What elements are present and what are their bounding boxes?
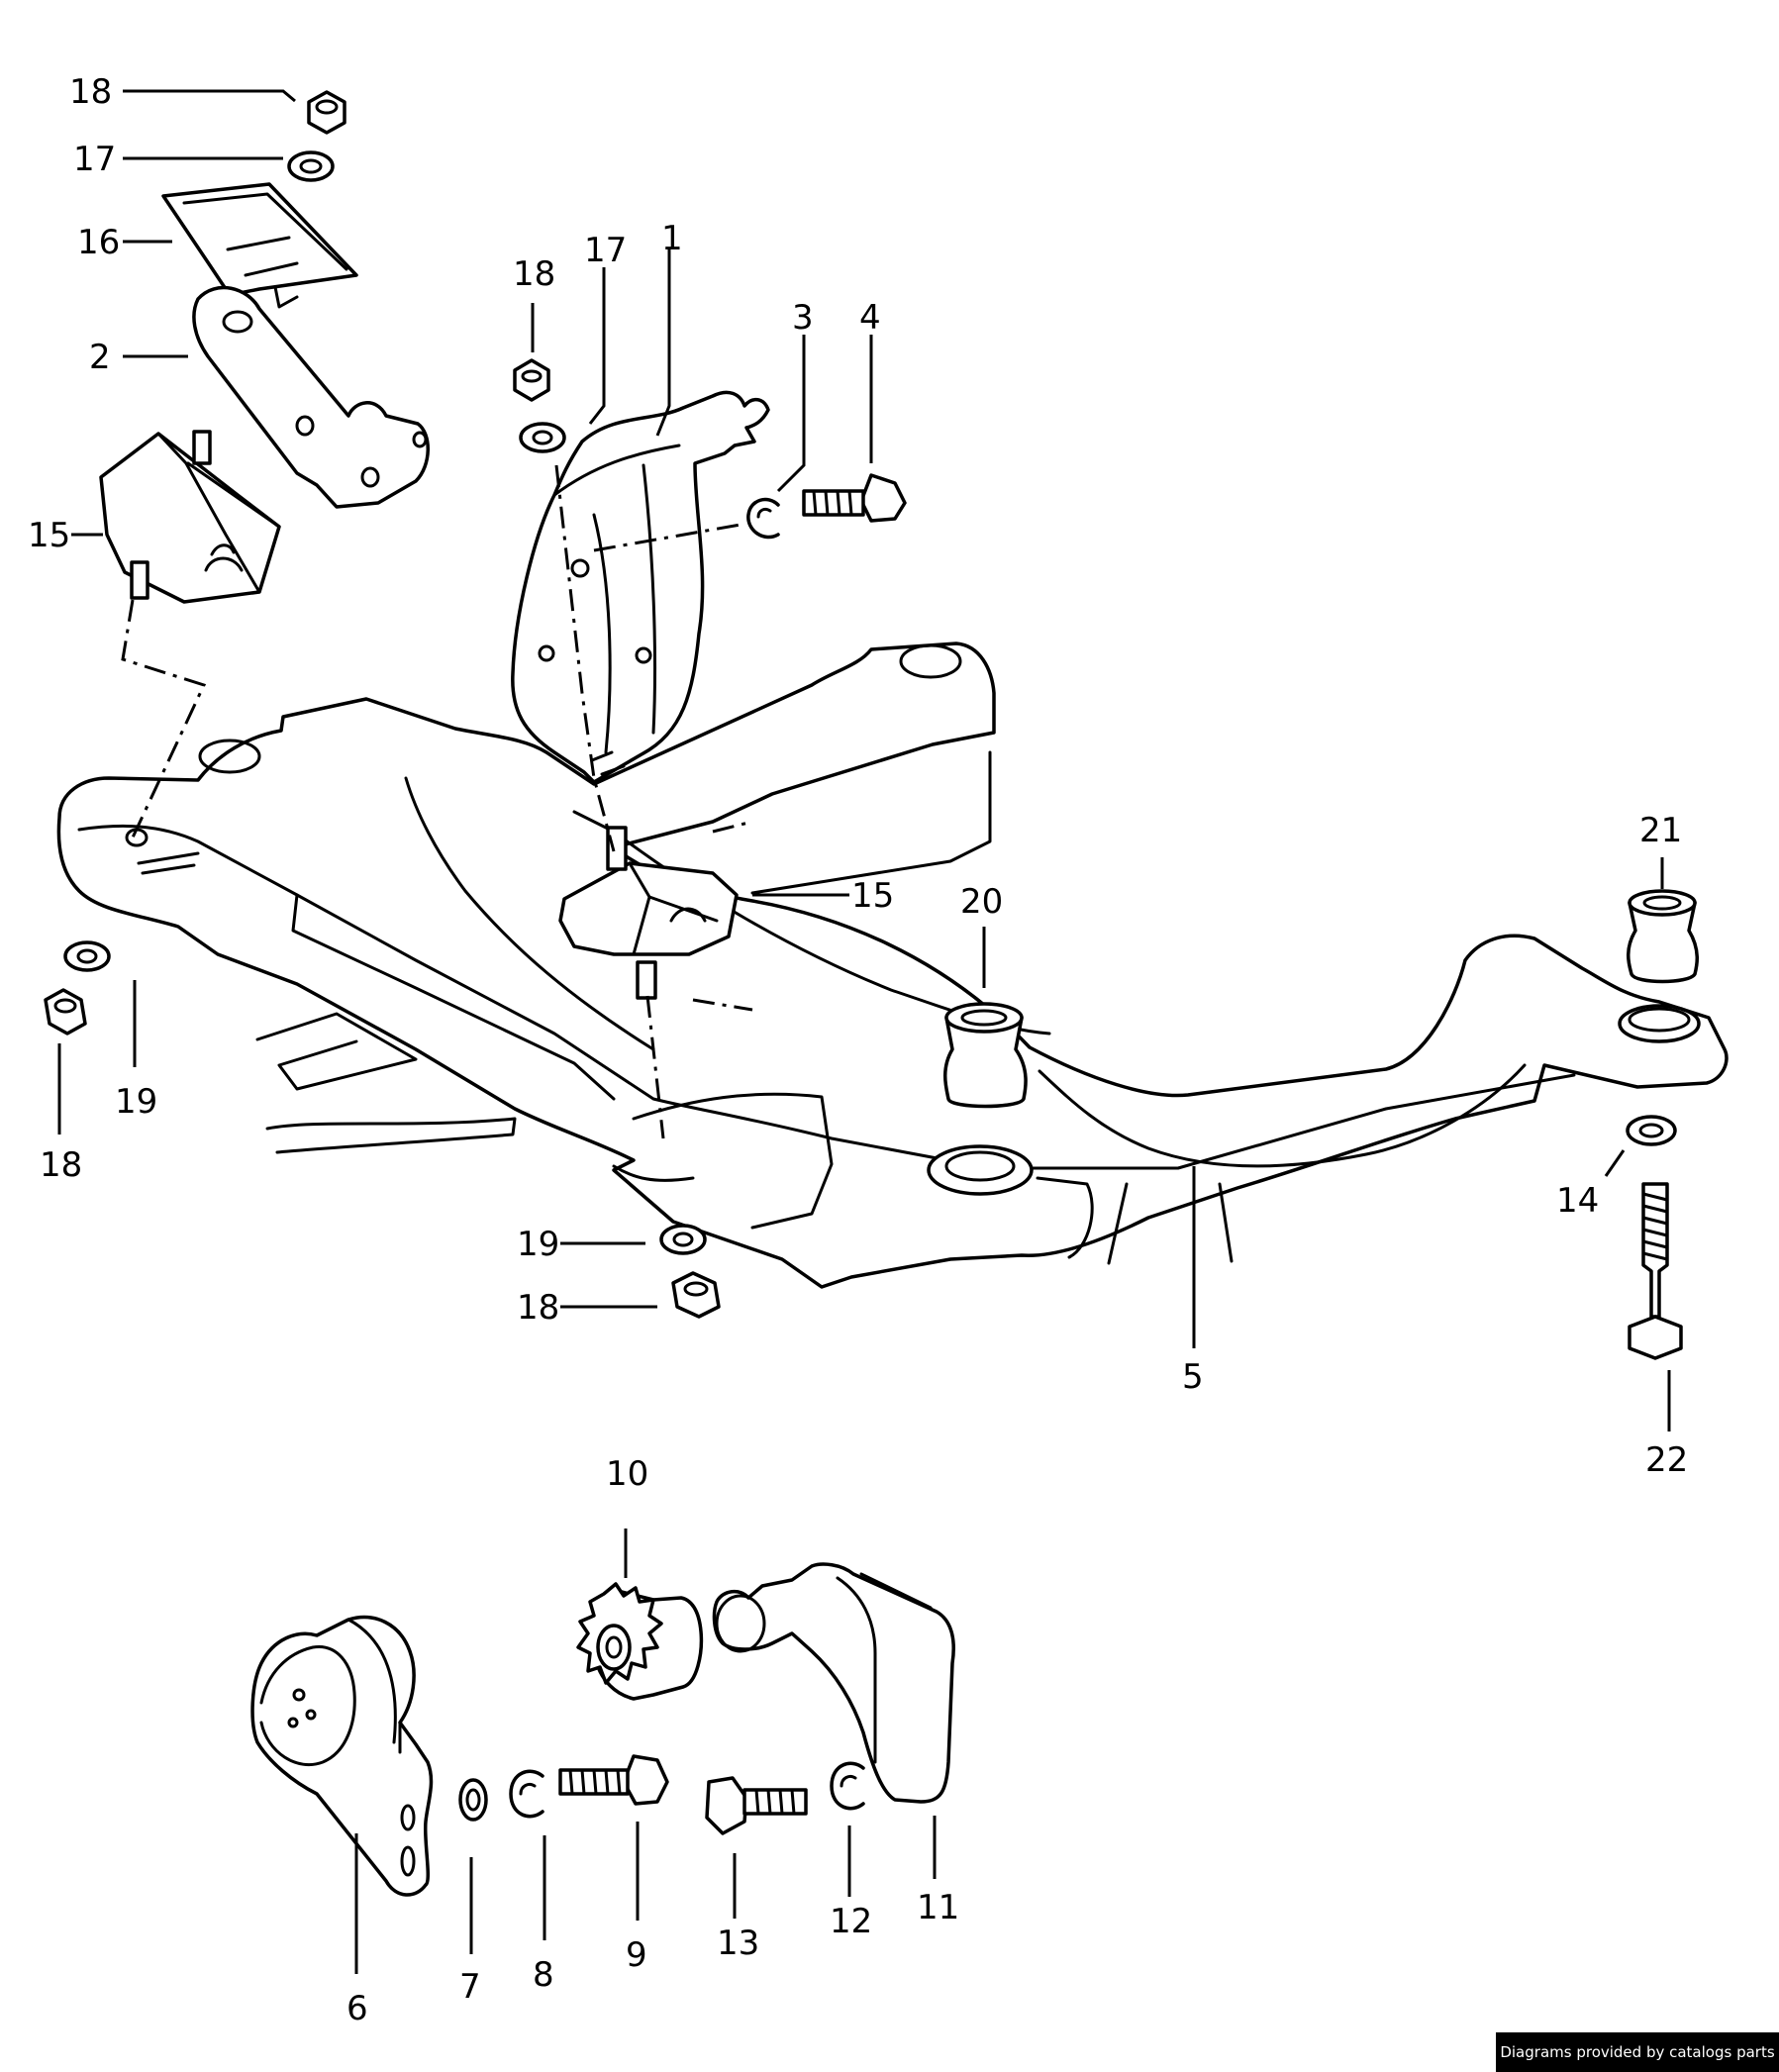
- label-18-mid: 18: [513, 254, 555, 294]
- part-18-nut-mid: [513, 358, 550, 402]
- label-22: 22: [1645, 1440, 1688, 1480]
- label-15-left: 15: [28, 516, 70, 555]
- label-3: 3: [792, 298, 814, 338]
- part-21-bushing: [1627, 889, 1699, 984]
- part-22-stud-bolt: [1628, 1182, 1683, 1360]
- label-15-center: 15: [851, 876, 894, 916]
- label-10: 10: [606, 1454, 648, 1494]
- label-6: 6: [346, 1989, 368, 2028]
- part-14-washer: [1626, 1115, 1677, 1146]
- part-15-engine-mount-center: [558, 826, 739, 1000]
- callout-labels: 18 17 16 2 15 18 17 1 3 4 15 21 20 19 18…: [28, 72, 1688, 2028]
- part-19-washer-bottom: [659, 1224, 707, 1255]
- label-17-top: 17: [73, 140, 116, 179]
- part-6-mount-bracket: [250, 1615, 434, 1897]
- part-16-heat-shield: [161, 182, 358, 309]
- label-18-left: 18: [40, 1145, 82, 1185]
- label-12: 12: [830, 1902, 872, 1941]
- label-14: 14: [1556, 1181, 1599, 1221]
- label-7: 7: [459, 1967, 481, 2007]
- part-8-lock-washer: [509, 1769, 544, 1819]
- label-16: 16: [77, 223, 120, 262]
- label-9: 9: [626, 1935, 647, 1975]
- label-19-bottom: 19: [517, 1225, 559, 1264]
- part-17-washer-top: [287, 150, 335, 182]
- label-18-bottom: 18: [517, 1288, 559, 1328]
- part-12-lock-washer: [830, 1761, 865, 1811]
- part-18-nut-top: [307, 90, 346, 135]
- label-13: 13: [717, 1924, 759, 1963]
- assembly-centerlines: [121, 464, 753, 1139]
- label-5: 5: [1182, 1357, 1204, 1397]
- part-7-washer: [458, 1778, 488, 1822]
- part-18-nut-bottom: [671, 1271, 721, 1319]
- part-17-washer-mid: [519, 422, 566, 453]
- part-18-nut-left: [44, 988, 87, 1036]
- part-5-crossmember: [56, 641, 1729, 1289]
- label-8: 8: [533, 1955, 554, 1995]
- part-3-lock-washer: [746, 497, 780, 540]
- label-2: 2: [89, 338, 111, 377]
- part-19-washer-left: [63, 940, 111, 972]
- label-17-mid: 17: [584, 231, 627, 270]
- part-2-bracket: [192, 285, 430, 509]
- label-21: 21: [1639, 811, 1682, 850]
- label-18-top: 18: [69, 72, 112, 112]
- part-15-engine-mount-left: [99, 430, 281, 604]
- label-11: 11: [917, 1888, 959, 1927]
- part-4-bolt: [802, 473, 907, 523]
- part-9-bolt: [558, 1754, 669, 1806]
- label-19-left: 19: [115, 1082, 157, 1122]
- part-11-mounting-bracket: [712, 1562, 955, 1804]
- part-13-bolt: [705, 1776, 808, 1835]
- part-10-splined-bushing: [576, 1582, 704, 1701]
- leader-lines: [57, 89, 1671, 1974]
- credit-footer: Diagrams provided by catalogs parts: [1496, 2032, 1779, 2072]
- part-20-bushing: [943, 1002, 1028, 1109]
- label-20: 20: [960, 882, 1003, 922]
- part-1-support-arm: [511, 390, 770, 784]
- label-4: 4: [859, 298, 881, 338]
- label-1: 1: [661, 219, 683, 258]
